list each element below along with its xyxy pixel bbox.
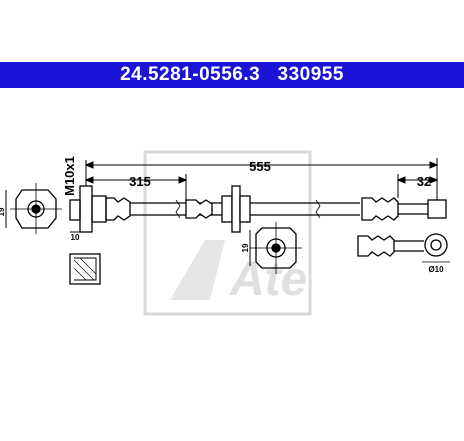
eye-diameter-label: Ø10: [428, 265, 444, 274]
length-32-label: 32: [417, 174, 431, 189]
mid-end-view: [249, 222, 302, 274]
watermark-frame: [143, 150, 312, 316]
part-number: 24.5281-0556.3: [120, 64, 261, 85]
title-bar: 24.5281-0556.3 330955: [0, 62, 464, 88]
banjo-end: [357, 233, 450, 263]
mid-height-label: 19: [241, 243, 250, 252]
left-end-view: [5, 183, 62, 234]
brake-hose: [130, 185, 447, 233]
thread-label: M10x1: [62, 156, 77, 196]
length-315-label: 315: [129, 174, 151, 189]
watermark-brand-text: Ate: [229, 253, 307, 306]
ate-watermark: Ate: [143, 150, 312, 316]
reference-number: 330955: [277, 64, 344, 85]
dimension-lines: [84, 158, 439, 200]
watermark-logo-shape: [170, 240, 225, 300]
length-555-label: 555: [249, 159, 271, 174]
part-number-title: 24.5281-0556.3 330955: [0, 62, 464, 88]
section-detail: [69, 253, 101, 285]
left-height-label: 19: [0, 207, 6, 216]
left-width-label: 10: [71, 233, 80, 242]
left-fitting: [69, 160, 131, 233]
